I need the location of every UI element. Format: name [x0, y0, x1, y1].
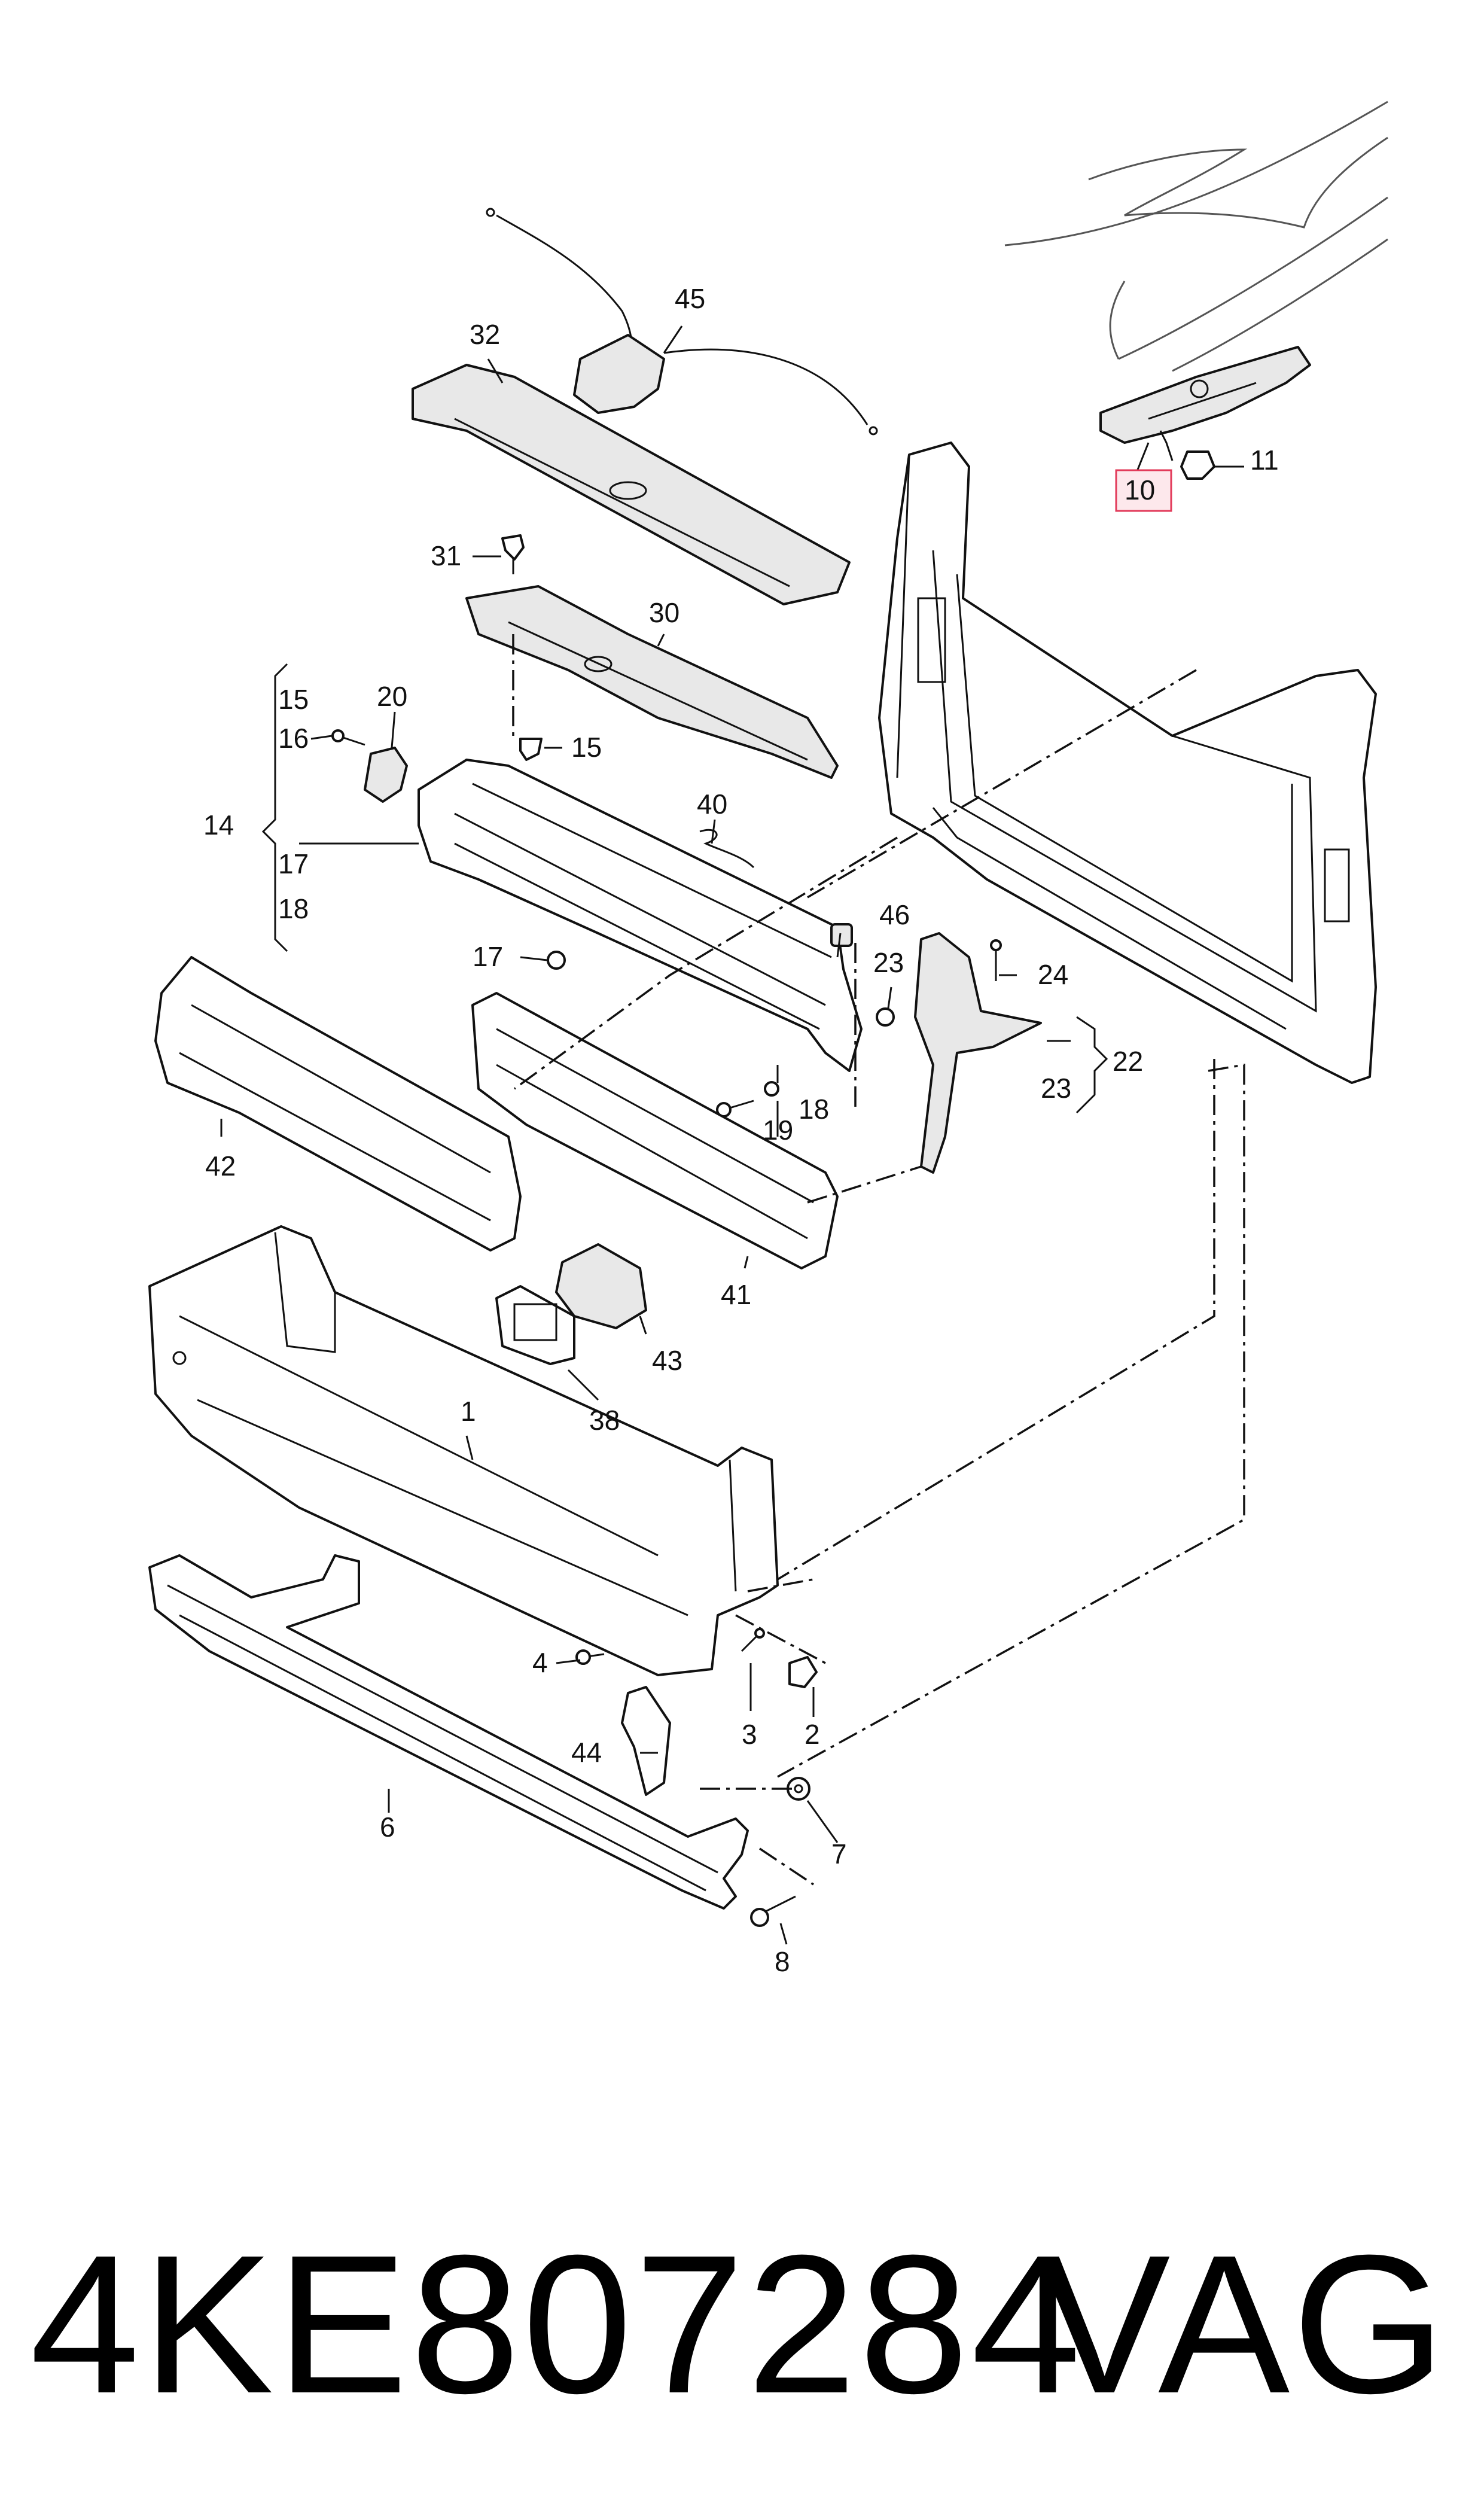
callout-2: 2	[805, 1719, 820, 1750]
part-18-washer	[764, 1081, 779, 1097]
part-23-nut	[876, 1007, 895, 1027]
callout-45: 45	[675, 283, 705, 314]
part-24-bolt	[990, 939, 1002, 981]
callout-41: 41	[721, 1279, 751, 1310]
part-6-bumper-beam	[148, 1554, 749, 1910]
callout-11: 11	[1250, 444, 1279, 476]
part-20-sensor	[364, 747, 408, 803]
part-2-bolt	[788, 1656, 818, 1688]
part-17-bolt	[547, 951, 566, 970]
part-8-bolt	[750, 1895, 796, 1927]
part-10-highlight-box	[1115, 469, 1172, 512]
exploded-parts-diagram: 45 32 10 11 31 30 15 20 16 15 40 14 17 1…	[148, 101, 1388, 1977]
callout-1: 1	[461, 1396, 476, 1427]
callout-17: 17	[473, 941, 503, 972]
callout-18: 18	[799, 1094, 829, 1125]
callout-24: 24	[1038, 959, 1068, 990]
part-3-stud	[741, 1628, 765, 1652]
callout-43: 43	[652, 1345, 682, 1376]
part-11-nut	[1180, 450, 1215, 480]
callout-15: 15	[571, 732, 602, 763]
callout-38: 38	[589, 1405, 620, 1436]
callout-8: 8	[775, 1946, 790, 1977]
part-1-crossmember	[148, 1225, 779, 1676]
part-43-sensor	[555, 1243, 647, 1329]
part-10-bracket	[1099, 346, 1311, 444]
part-42-grille	[154, 956, 522, 1252]
callout-17-group: 17	[278, 848, 309, 879]
part-46-buffer	[830, 923, 853, 947]
assembly-lines	[512, 634, 1245, 1886]
part-31-clip	[501, 534, 525, 574]
callout-16: 16	[278, 723, 309, 754]
lock-carrier-frame	[878, 442, 1377, 1084]
part-17-carrier	[418, 759, 863, 1072]
part-19-screw	[716, 1100, 754, 1118]
part-16-screw	[331, 729, 365, 746]
callout-23: 23	[1041, 1073, 1071, 1104]
callout-7: 7	[831, 1838, 847, 1870]
callout-40: 40	[697, 788, 727, 820]
part-15-clip	[519, 738, 543, 761]
callout-10: 10	[1125, 474, 1155, 506]
callout-30: 30	[649, 597, 679, 628]
callout-44: 44	[571, 1737, 602, 1768]
leader-lines	[220, 325, 1244, 1945]
callout-23-upper: 23	[873, 947, 904, 978]
part-44-bracket	[621, 1686, 671, 1796]
callout-6: 6	[380, 1811, 395, 1843]
part-22-bracket	[914, 932, 1042, 1174]
part-number: 4KE807284	[30, 2213, 1083, 2434]
brand-name: VAG	[1038, 2213, 1448, 2434]
callout-42: 42	[205, 1150, 236, 1182]
hood-outline	[1004, 101, 1388, 372]
callout-32: 32	[470, 319, 500, 350]
callout-3: 3	[742, 1719, 757, 1750]
part-32-upper-cover	[412, 364, 851, 605]
callout-19: 19	[763, 1115, 793, 1146]
part-4-bolt	[575, 1649, 605, 1665]
part-38-bracket	[495, 1285, 575, 1365]
callout-14: 14	[203, 809, 234, 841]
part-45-release-cable	[486, 208, 878, 436]
part-41-grille-frame	[471, 992, 839, 1269]
callout-labels: 45 32 10 11 31 30 15 20 16 15 40 14 17 1…	[203, 283, 1279, 1977]
callout-4: 4	[532, 1647, 548, 1678]
group-braces	[261, 663, 1108, 1114]
callout-20: 20	[377, 681, 407, 712]
part-40-spring	[699, 829, 755, 869]
callout-22: 22	[1113, 1046, 1143, 1077]
callout-18-group: 18	[278, 893, 309, 924]
part-30-air-guide	[465, 585, 839, 779]
callout-15-top: 15	[278, 684, 309, 715]
callout-31: 31	[431, 540, 461, 571]
callout-46: 46	[879, 899, 910, 930]
